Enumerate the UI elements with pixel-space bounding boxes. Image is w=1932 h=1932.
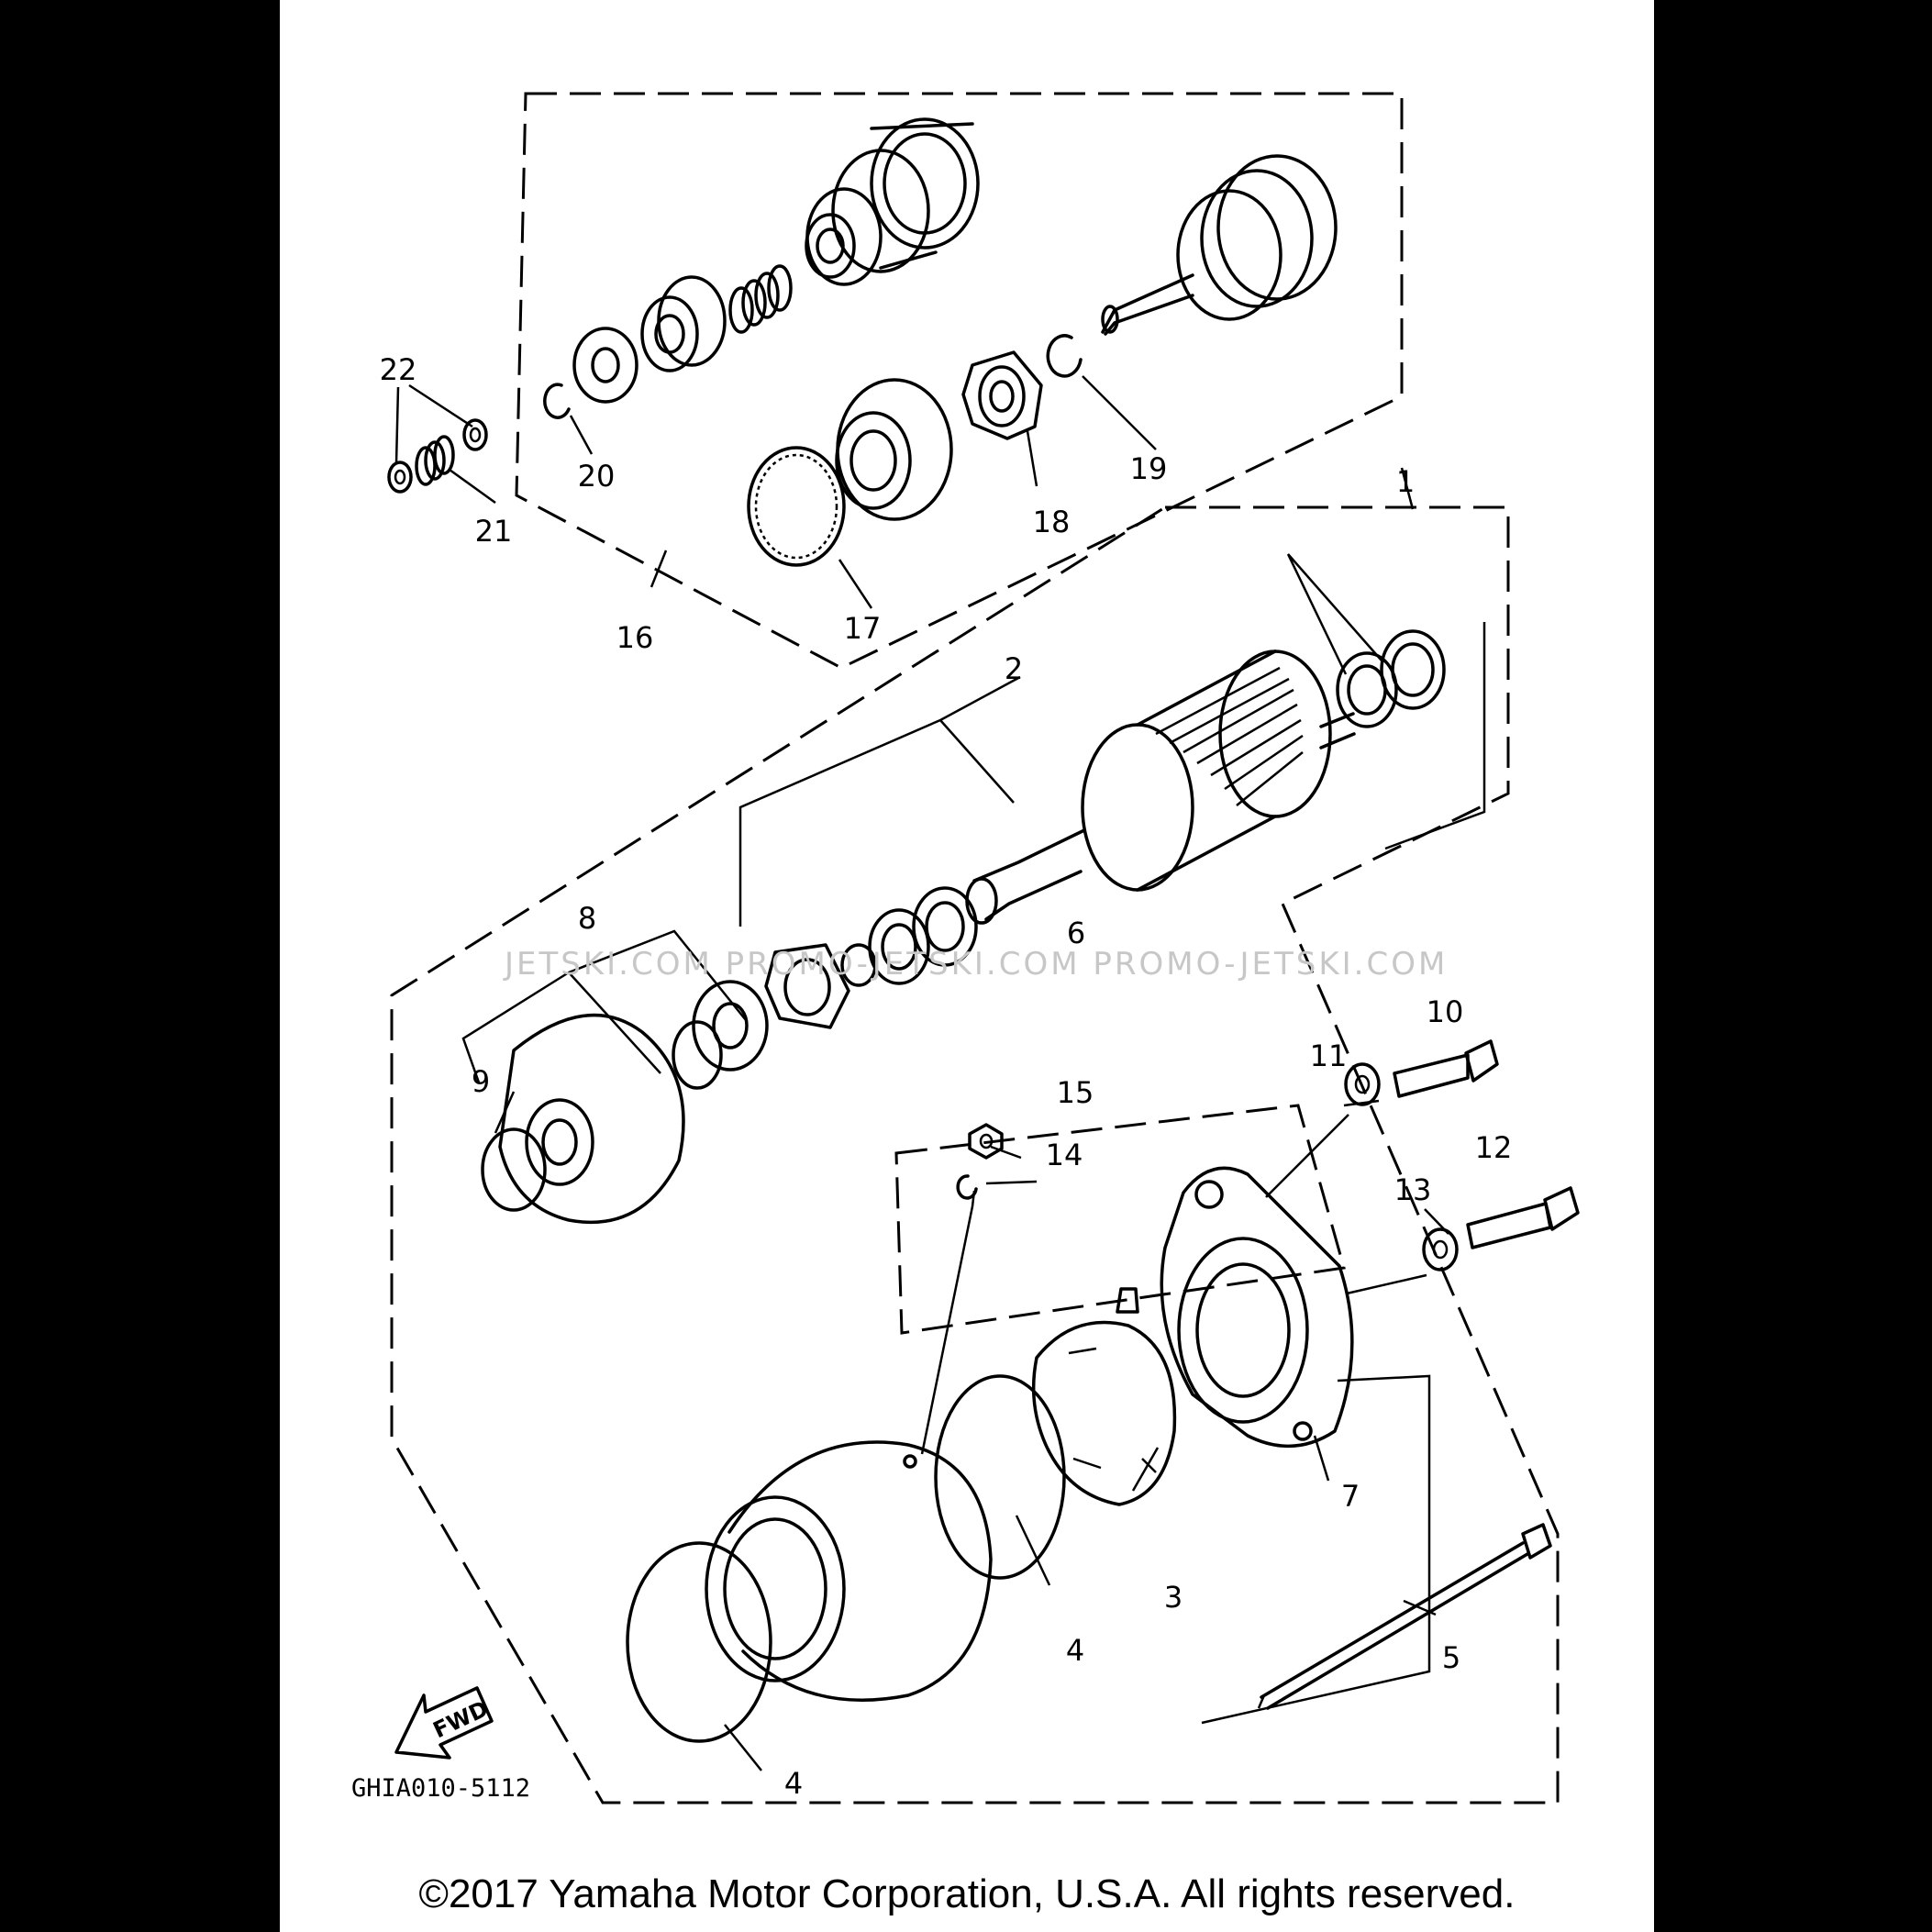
armature-2 <box>965 650 1356 925</box>
washer-13 <box>1422 1227 1459 1271</box>
assembly-outline-15 <box>894 1104 1346 1335</box>
callout-4-front-gasket: 4 <box>784 1766 803 1801</box>
callout-21: 21 <box>475 514 513 549</box>
circlip-19 <box>1046 334 1083 378</box>
needle-bearing-17 <box>747 446 846 567</box>
callout-5: 5 <box>1442 1640 1460 1675</box>
rear-cover-7 <box>1160 1166 1354 1449</box>
assembly-outline-1 <box>390 505 1560 1804</box>
armature-shims <box>1336 629 1446 728</box>
callout-14: 14 <box>1046 1138 1083 1172</box>
copyright-notice: ©2017 Yamaha Motor Corporation, U.S.A. A… <box>418 1871 1516 1916</box>
callout-16: 16 <box>616 620 654 655</box>
nut-15 <box>968 1123 1004 1160</box>
plate-18 <box>961 350 1043 440</box>
callout-18: 18 <box>1033 505 1071 539</box>
assembly-outline-16 <box>515 92 1404 670</box>
callout-19: 19 <box>1130 451 1168 486</box>
callout-9: 9 <box>472 1064 490 1099</box>
callout-2: 2 <box>1005 651 1023 686</box>
o-ring-9 <box>481 1127 547 1212</box>
overrunning-clutch-shaft <box>1101 154 1338 336</box>
washer-22 <box>387 418 488 494</box>
pinion-stopper <box>572 327 638 404</box>
callout-4-yoke-gasket: 4 <box>1066 1633 1084 1668</box>
callout-22: 22 <box>380 352 417 387</box>
diagram-code: GHIA010-5112 <box>351 1774 530 1803</box>
clutch-spring <box>728 264 793 334</box>
washer-11 <box>1344 1062 1381 1106</box>
commutator-washers <box>764 886 978 1029</box>
callout-11: 11 <box>1310 1038 1348 1073</box>
through-bolt-5 <box>1257 1523 1552 1710</box>
yoke-gasket-4 <box>934 1374 1066 1580</box>
callout-1: 1 <box>1396 464 1415 499</box>
brush-holder-3 <box>1031 1287 1177 1506</box>
bearing-housing <box>835 378 953 521</box>
callouts: 1 2 3 4 4 5 6 7 8 9 10 11 12 13 14 15 16… <box>380 352 1513 1801</box>
pinion-gear <box>640 275 727 372</box>
callout-15: 15 <box>1057 1075 1094 1110</box>
callout-8: 8 <box>578 901 596 936</box>
gasket-4-front <box>626 1541 772 1743</box>
spring-21 <box>415 435 455 486</box>
front-cover-8 <box>498 980 769 1225</box>
callout-17: 17 <box>844 611 882 646</box>
leader-lines <box>394 375 1486 1771</box>
callout-20: 20 <box>578 459 616 494</box>
callout-10: 10 <box>1427 994 1464 1029</box>
circlip-20 <box>543 383 571 419</box>
bolt-12 <box>1466 1186 1580 1249</box>
clutch-housing <box>805 117 980 286</box>
callout-7: 7 <box>1341 1479 1360 1514</box>
callout-3: 3 <box>1164 1580 1183 1615</box>
callout-12: 12 <box>1475 1130 1513 1165</box>
bolt-10 <box>1393 1039 1499 1098</box>
fwd-arrow-icon: FWD <box>394 1686 494 1760</box>
callout-13: 13 <box>1394 1172 1432 1207</box>
watermark: JETSKI.COM PROMO-JETSKI.COM PROMO-JETSKI… <box>503 946 1448 983</box>
callout-6: 6 <box>1067 916 1085 950</box>
yoke-assembly <box>705 1440 993 1702</box>
